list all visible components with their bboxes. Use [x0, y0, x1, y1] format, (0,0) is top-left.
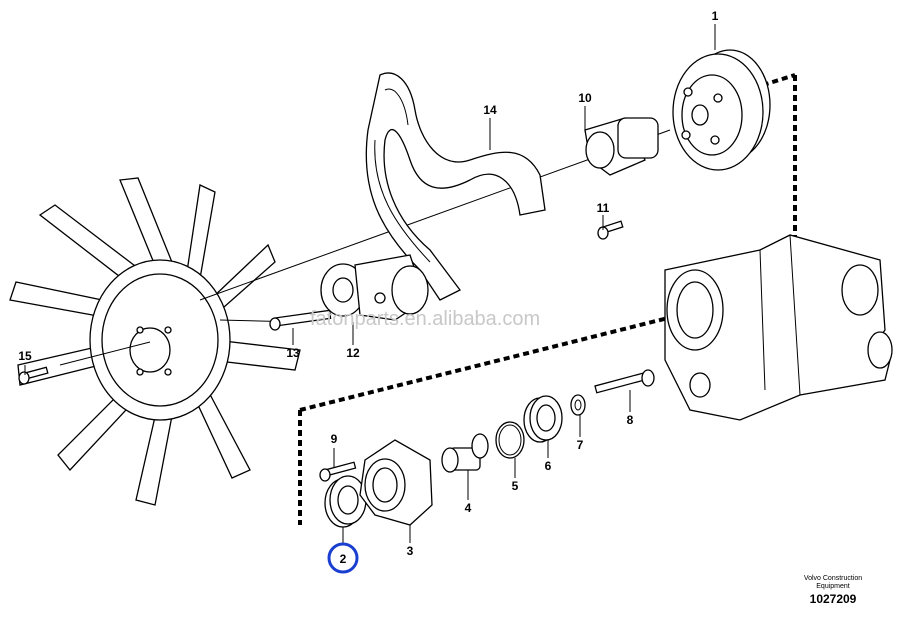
callout-7: 7: [577, 438, 584, 452]
shaft: [441, 433, 489, 473]
callout-3: 3: [407, 544, 414, 558]
bolt-13: [269, 309, 332, 331]
flange-hub: [359, 439, 433, 526]
callout-9: 9: [331, 432, 338, 446]
bearing-6: [523, 395, 563, 443]
watermark: fatonparts.en.alibaba.com: [310, 308, 540, 330]
bolt-11: [597, 220, 624, 240]
belt-tensioner: [320, 254, 429, 321]
fan-hub: [89, 259, 231, 421]
brand-line-1: Volvo Construction: [804, 575, 862, 582]
poly-v-belt: [365, 72, 546, 301]
pump-hub: [584, 117, 659, 176]
callout-13: 13: [286, 346, 300, 360]
callout-8: 8: [627, 413, 634, 427]
callout-15: 15: [18, 349, 32, 363]
callout-10: 10: [578, 91, 592, 105]
drawing-number: 1027209: [810, 592, 857, 606]
o-ring: [495, 421, 525, 459]
callout-4: 4: [465, 501, 472, 515]
callout-1: 1: [712, 9, 719, 23]
callout-5: 5: [512, 479, 519, 493]
washer: [570, 394, 586, 416]
callout-12: 12: [346, 346, 360, 360]
bolt-9: [319, 461, 357, 482]
callout-14: 14: [483, 103, 497, 117]
callout-11: 11: [597, 201, 610, 215]
pulley: [672, 49, 771, 171]
callout-6: 6: [545, 459, 552, 473]
highlight-circle: [327, 542, 359, 574]
bearing-2: [324, 475, 367, 528]
bolt-8: [594, 369, 655, 394]
pump-housing: [664, 234, 893, 421]
callout-2: 2: [340, 552, 347, 566]
bolt-15: [18, 366, 49, 385]
brand-line-2: Equipment: [816, 583, 850, 590]
